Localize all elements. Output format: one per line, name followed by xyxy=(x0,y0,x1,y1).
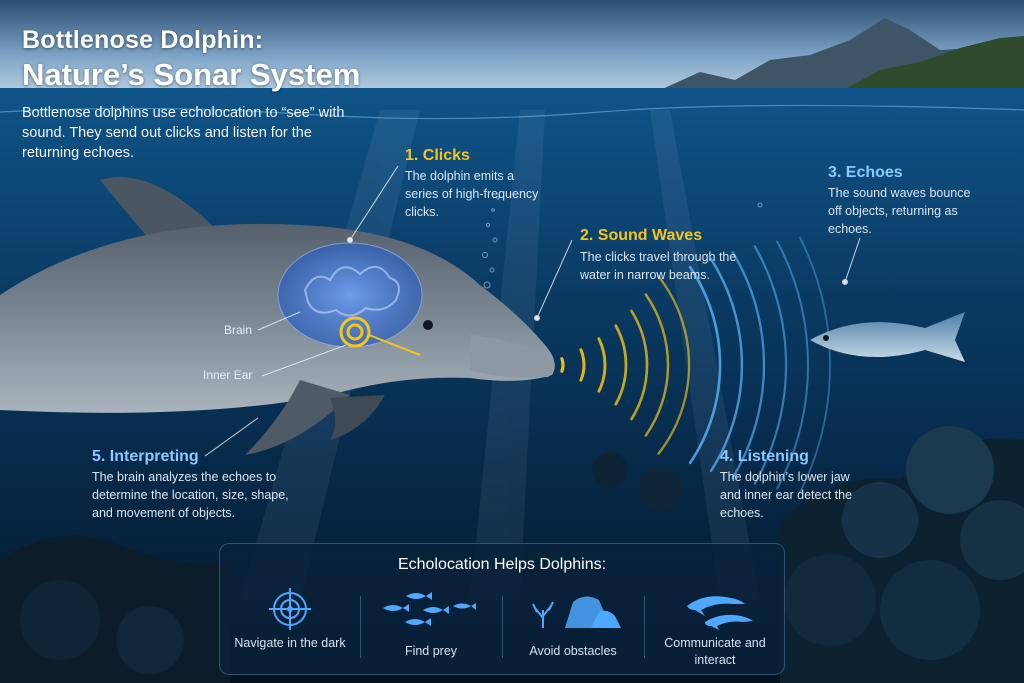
seabed-rocks xyxy=(0,426,1024,683)
target-fish xyxy=(810,312,965,362)
dolphin-second-fin xyxy=(330,395,385,440)
wave-arc xyxy=(776,240,809,490)
title-line-2: Nature’s Sonar System xyxy=(22,57,361,92)
benefit-divider xyxy=(644,596,645,658)
intro-text: Bottlenose dolphins use echolocation to … xyxy=(22,105,345,161)
benefit-navigate: Navigate in the dark xyxy=(220,588,360,668)
bubbles xyxy=(482,196,763,289)
step-1-heading: 1. Clicks xyxy=(405,147,470,164)
benefit-divider xyxy=(502,596,503,658)
benefit-avoid-obstacles-label: Avoid obstacles xyxy=(529,644,617,658)
benefit-divider xyxy=(360,596,361,658)
dolphin-body xyxy=(0,223,555,413)
benefit-avoid-obstacles: Avoid obstacles xyxy=(503,588,643,668)
step-2-body: The clicks travel through the water in n… xyxy=(580,250,737,282)
click-waves xyxy=(560,275,691,455)
dolphins-icon xyxy=(687,596,753,630)
benefits-title: Echolocation Helps Dolphins: xyxy=(397,556,607,573)
benefit-navigate-label: Navigate in the dark xyxy=(234,636,346,650)
step-5-body: The brain analyzes the echoes to determi… xyxy=(92,470,289,520)
wave-arc xyxy=(579,348,586,382)
dolphin-eye xyxy=(423,320,433,330)
wave-arc xyxy=(799,236,831,494)
target-icon xyxy=(269,588,311,630)
fish-school-icon xyxy=(383,592,476,626)
wave-arc xyxy=(657,275,691,455)
brain-label: Brain xyxy=(224,323,253,337)
dolphin-pectoral-fin xyxy=(245,380,350,455)
brain-shape xyxy=(277,242,423,348)
benefit-communicate-label: Communicate and interact xyxy=(664,636,766,667)
dolphin xyxy=(0,177,555,455)
step-4-heading: 4. Listening xyxy=(720,448,809,465)
wave-arc xyxy=(709,257,744,473)
wave-arc xyxy=(644,293,670,437)
wave-arc xyxy=(560,357,565,373)
benefit-find-prey-label: Find prey xyxy=(404,644,458,658)
leader-lines xyxy=(204,165,861,457)
brain-folds xyxy=(303,266,400,317)
wave-arc xyxy=(630,309,649,421)
benefit-communicate: Communicate and interact xyxy=(645,588,785,668)
step-3-heading: 3. Echoes xyxy=(828,164,903,181)
wave-arc xyxy=(731,251,766,479)
step-5-heading: 5. Interpreting xyxy=(92,448,199,465)
step-1-body: The dolphin emits a series of high-frequ… xyxy=(405,169,539,219)
wave-arc xyxy=(753,245,788,485)
water-surface-line xyxy=(0,104,1024,120)
step-3-body: The sound waves bounce off objects, retu… xyxy=(828,186,971,236)
dolphin-dorsal-fin xyxy=(100,177,215,240)
echo-waves xyxy=(688,236,831,494)
wave-arc xyxy=(614,324,628,406)
step-2-heading: 2. Sound Waves xyxy=(580,227,703,244)
benefits-panel: Echolocation Helps Dolphins: Navigate in… xyxy=(219,543,785,675)
step-4-body: The dolphin’s lower jaw and inner ear de… xyxy=(720,470,853,520)
title-line-1: Bottlenose Dolphin: xyxy=(22,26,264,54)
benefit-find-prey: Find prey xyxy=(361,588,501,668)
dolphin-rostrum xyxy=(470,335,554,378)
inner-ear-label: Inner Ear xyxy=(203,368,253,382)
wave-arc xyxy=(688,265,722,465)
inner-ear-shape xyxy=(339,316,421,356)
rocks-coral-icon xyxy=(532,596,621,628)
wave-arc xyxy=(597,337,607,393)
mountains xyxy=(660,18,1024,92)
